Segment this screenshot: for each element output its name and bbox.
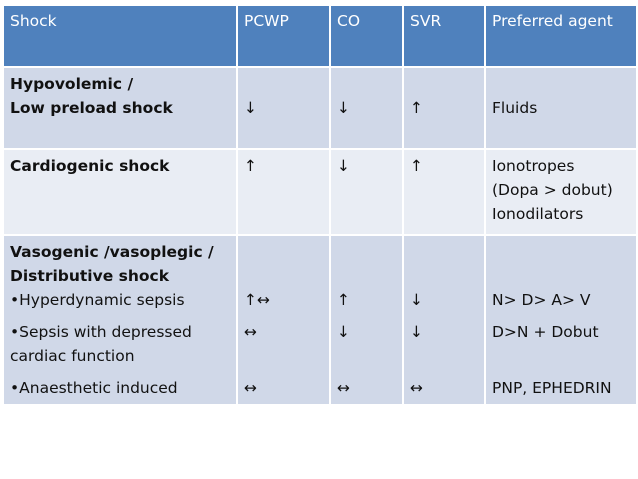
cell-pcwp-hypovolemic: ↓: [236, 66, 331, 150]
vasogenic-sub3-name: •Anaesthetic induced: [10, 379, 178, 397]
vasogenic-sub1-pcwp: ↑↔: [244, 291, 270, 309]
header-shock: Shock: [2, 4, 238, 68]
hypovolemic-name-line2: Low preload shock: [10, 99, 173, 117]
cell-shock-vasogenic: Vasogenic /vasoplegic / Distributive sho…: [2, 234, 238, 406]
header-svr: SVR: [402, 4, 486, 68]
cardiogenic-agent-line2: (Dopa > dobut): [492, 181, 613, 199]
cardiogenic-svr: ↑: [410, 157, 423, 175]
vasogenic-sub2-name-line2: cardiac function: [10, 347, 135, 365]
vasogenic-sub2-co: ↓: [337, 323, 350, 341]
header-preferred-agent: Preferred agent: [484, 4, 638, 68]
cardiogenic-agent-line1: Ionotropes: [492, 157, 575, 175]
vasogenic-sub2-name-line1: •Sepsis with depressed: [10, 323, 192, 341]
cell-pcwp-cardiogenic: ↑: [236, 148, 331, 236]
vasogenic-sub2-pcwp: ↔: [244, 323, 257, 341]
vasogenic-sub1-co: ↑: [337, 291, 350, 309]
vasogenic-sub3-agent: PNP, EPHEDRIN: [492, 379, 612, 397]
vasogenic-sub3-svr: ↔: [410, 379, 423, 397]
table-row-hypovolemic: Hypovolemic / Low preload shock ↓ ↓ ↑ Fl…: [2, 66, 638, 150]
vasogenic-sub2-agent: D>N + Dobut: [492, 323, 599, 341]
header-row: Shock PCWP CO SVR Preferred agent: [2, 4, 638, 68]
cell-co-hypovolemic: ↓: [329, 66, 404, 150]
header-pcwp: PCWP: [236, 4, 331, 68]
vasogenic-sub2-svr: ↓: [410, 323, 423, 341]
cell-svr-vasogenic: ↓ ↓ ↔: [402, 234, 486, 406]
hypovolemic-svr: ↑: [410, 99, 423, 117]
cardiogenic-pcwp: ↑: [244, 157, 257, 175]
cell-co-cardiogenic: ↓: [329, 148, 404, 236]
header-co: CO: [329, 4, 404, 68]
hypovolemic-agent: Fluids: [492, 99, 538, 117]
hypovolemic-co: ↓: [337, 99, 350, 117]
table-row-vasogenic: Vasogenic /vasoplegic / Distributive sho…: [2, 234, 638, 406]
shock-table: Shock PCWP CO SVR Preferred agent Hypovo…: [2, 4, 638, 406]
cell-agent-vasogenic: N> D> A> V D>N + Dobut PNP, EPHEDRIN: [484, 234, 638, 406]
vasogenic-sub3-pcwp: ↔: [244, 379, 257, 397]
cell-pcwp-vasogenic: ↑↔ ↔ ↔: [236, 234, 331, 406]
cell-agent-hypovolemic: Fluids: [484, 66, 638, 150]
cell-co-vasogenic: ↑ ↓ ↔: [329, 234, 404, 406]
cardiogenic-agent-line3: Ionodilators: [492, 205, 584, 223]
hypovolemic-name-line1: Hypovolemic /: [10, 75, 134, 93]
vasogenic-name-line1: Vasogenic /vasoplegic /: [10, 243, 214, 261]
cardiogenic-co: ↓: [337, 157, 350, 175]
vasogenic-sub1-name: •Hyperdynamic sepsis: [10, 291, 185, 309]
vasogenic-sub3-co: ↔: [337, 379, 350, 397]
vasogenic-sub1-agent: N> D> A> V: [492, 291, 591, 309]
hypovolemic-pcwp: ↓: [244, 99, 257, 117]
cell-shock-hypovolemic: Hypovolemic / Low preload shock: [2, 66, 238, 150]
vasogenic-sub1-svr: ↓: [410, 291, 423, 309]
cell-shock-cardiogenic: Cardiogenic shock: [2, 148, 238, 236]
vasogenic-name-line2: Distributive shock: [10, 267, 170, 285]
cardiogenic-name: Cardiogenic shock: [10, 157, 170, 175]
cell-agent-cardiogenic: Ionotropes (Dopa > dobut) Ionodilators: [484, 148, 638, 236]
cell-svr-cardiogenic: ↑: [402, 148, 486, 236]
cell-svr-hypovolemic: ↑: [402, 66, 486, 150]
table-row-cardiogenic: Cardiogenic shock ↑ ↓ ↑ Ionotropes (Dopa…: [2, 148, 638, 236]
